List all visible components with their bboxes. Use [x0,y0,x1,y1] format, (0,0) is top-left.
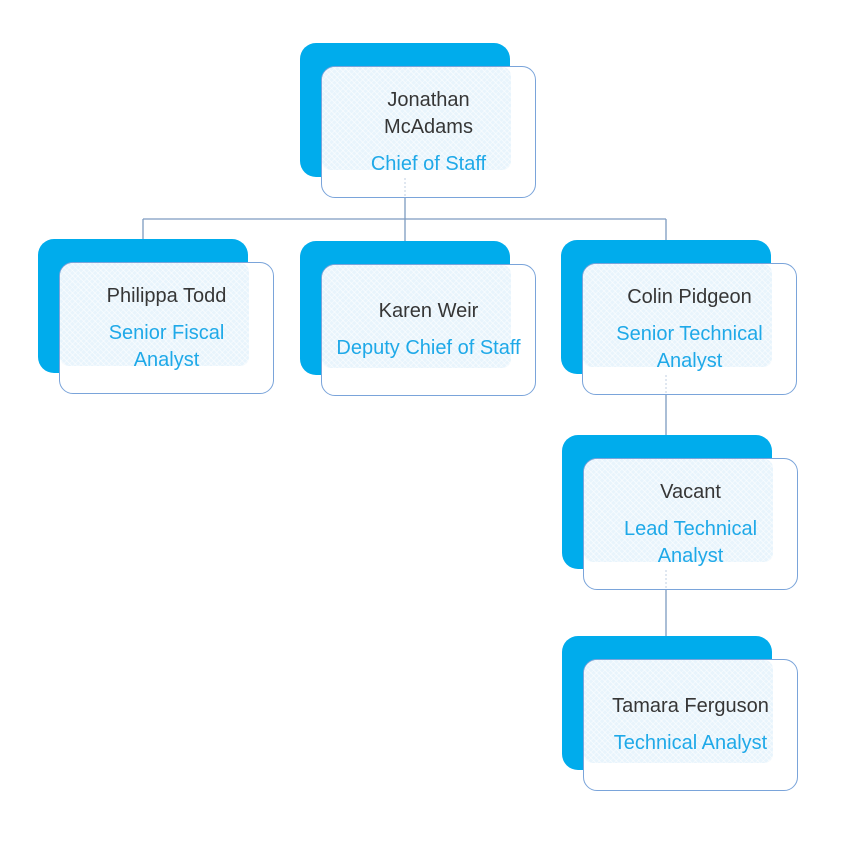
node-card: Tamara Ferguson Technical Analyst [583,659,798,791]
node-fill [584,660,773,763]
person-name: Colin Pidgeon [627,285,752,308]
person-title: Chief of Staff [370,152,487,175]
person-name: Karen Weir [378,300,479,322]
node-fill [322,265,511,368]
person-title: Deputy Chief of Staff [336,337,521,359]
node-card: Philippa Todd Senior Fiscal Analyst [59,262,274,394]
person-title: Senior Technical Analyst [616,322,763,372]
node-fill [583,264,772,367]
person-title: Technical Analyst [613,732,768,754]
node-fill [584,459,773,562]
node-card: Karen Weir Deputy Chief of Staff [321,264,536,396]
org-node-philippa-todd[interactable]: Philippa Todd Senior Fiscal Analyst [38,239,275,397]
node-card: Colin Pidgeon Senior Technical Analyst [582,263,797,395]
person-name: Tamara Ferguson [612,695,769,717]
node-fill [60,263,249,366]
org-node-jonathan-mcadams[interactable]: Jonathan McAdams Chief of Staff [300,43,537,201]
person-name: Vacant [660,480,721,503]
node-fill [322,67,511,170]
person-title: Lead Technical Analyst [623,517,758,567]
person-name: Jonathan McAdams [384,88,473,138]
org-node-karen-weir[interactable]: Karen Weir Deputy Chief of Staff [300,241,537,399]
org-node-tamara-ferguson[interactable]: Tamara Ferguson Technical Analyst [562,636,799,794]
org-node-colin-pidgeon[interactable]: Colin Pidgeon Senior Technical Analyst [561,240,798,398]
node-card: Jonathan McAdams Chief of Staff [321,66,536,198]
person-name: Philippa Todd [106,284,227,307]
org-node-vacant[interactable]: Vacant Lead Technical Analyst [562,435,799,593]
person-title: Senior Fiscal Analyst [108,321,225,371]
node-card: Vacant Lead Technical Analyst [583,458,798,590]
